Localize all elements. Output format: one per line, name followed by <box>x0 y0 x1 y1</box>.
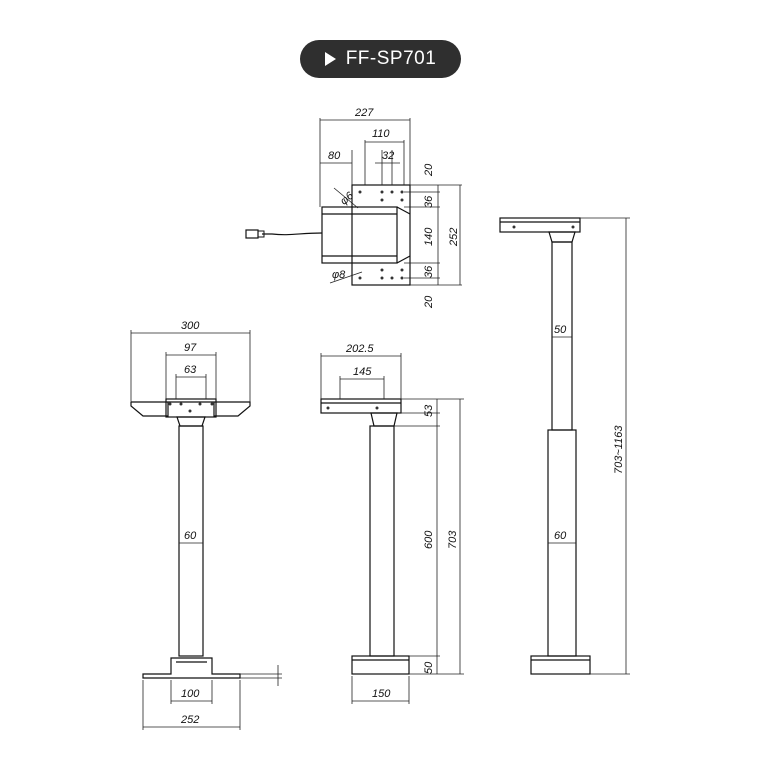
side-base <box>351 655 410 675</box>
dim-front-mid: 97 <box>184 342 197 354</box>
dim-front-small: 63 <box>184 364 197 376</box>
front-head-plate <box>131 401 251 417</box>
dim-top-d3: 140 <box>423 227 435 246</box>
top-view: 227 110 80 32 φ6 φ8 20 36 140 36 20 252 <box>245 107 462 309</box>
dim-ext-lower: 60 <box>554 530 567 542</box>
play-triangle-icon <box>324 52 336 66</box>
top-view-plate <box>351 184 411 286</box>
dim-front-base-inner: 100 <box>181 688 200 700</box>
side-column <box>369 425 395 657</box>
dim-side-inner: 145 <box>353 366 372 378</box>
top-view-body <box>321 206 398 264</box>
dim-top-total: 252 <box>448 228 460 247</box>
dim-top-small: 32 <box>382 150 394 162</box>
ext-base <box>530 655 591 675</box>
dim-top-d1: 20 <box>423 163 435 177</box>
dim-top-d4: 36 <box>423 265 435 278</box>
dim-top-width: 227 <box>354 107 374 119</box>
ext-upper-column <box>551 241 573 431</box>
model-title-badge: FF-SP701 <box>300 40 461 78</box>
dim-top-inner: 110 <box>372 128 390 140</box>
model-title: FF-SP701 <box>345 48 437 69</box>
dim-side-head: 53 <box>423 404 435 417</box>
dim-side-top: 202.5 <box>345 343 374 355</box>
ext-head <box>499 217 581 233</box>
side-view: 202.5 145 53 600 703 50 150 <box>320 343 464 704</box>
dim-hole-b: φ8 <box>332 269 346 281</box>
dim-ext-range: 703~1163 <box>613 425 625 474</box>
dim-side-total: 703 <box>447 530 459 549</box>
front-view: 300 97 63 60 100 252 <box>130 320 282 730</box>
power-cable <box>262 232 323 236</box>
power-plug <box>245 229 259 239</box>
dim-side-foot: 50 <box>423 661 435 674</box>
dim-top-d2: 36 <box>423 195 435 208</box>
extended-view: 50 60 703~1163 <box>499 217 630 675</box>
dim-ext-upper: 50 <box>554 324 567 336</box>
front-column <box>178 425 204 657</box>
dim-top-left: 80 <box>328 150 341 162</box>
front-base <box>142 657 241 679</box>
dim-top-d5: 20 <box>423 295 435 309</box>
dim-front-base: 252 <box>180 714 199 726</box>
dim-side-base: 150 <box>372 688 391 700</box>
dim-front-col: 60 <box>184 530 197 542</box>
side-head <box>320 398 402 414</box>
dim-front-top: 300 <box>181 320 200 332</box>
top-view-holes <box>358 190 404 280</box>
dim-side-col: 600 <box>423 530 435 549</box>
